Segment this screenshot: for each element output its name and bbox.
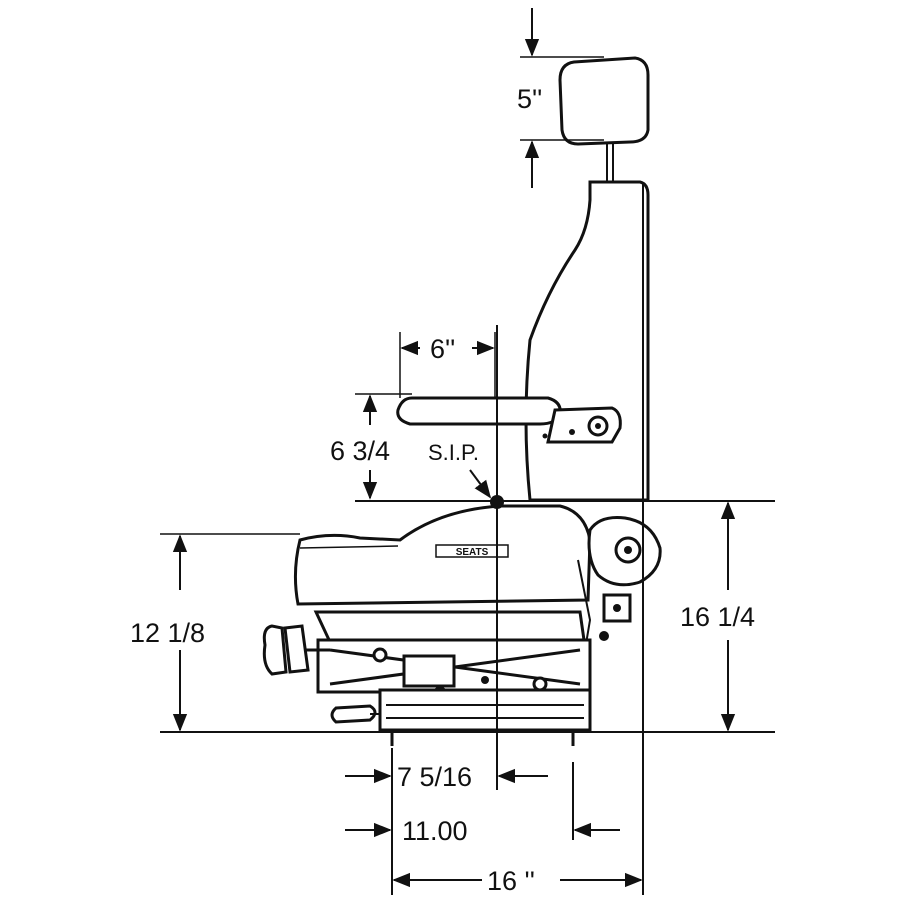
dimension-lines: 5'' 6'' 6 3/4 S.I.P. xyxy=(130,8,775,896)
dim-seat-height: 12 1/8 xyxy=(130,533,300,732)
dim-mount-spacing-label: 11.00 xyxy=(402,816,468,846)
dim-sip-height: 16 1/4 xyxy=(680,501,755,732)
dim-armrest-length-label: 6'' xyxy=(430,334,455,364)
seat-cushion: SEATS xyxy=(293,504,592,606)
dim-headrest: 5'' xyxy=(517,8,604,188)
sip-label: S.I.P. xyxy=(428,440,479,465)
brand-logo xyxy=(435,544,509,558)
dim-overall-depth: 16 '' xyxy=(392,866,643,896)
dim-sip-to-mount: 7 5/16 xyxy=(345,762,548,792)
dim-armrest-height-label: 6 3/4 xyxy=(330,436,390,466)
recline-mechanism xyxy=(577,516,662,651)
base-rails xyxy=(330,688,592,746)
suspension xyxy=(313,610,592,702)
backrest xyxy=(524,180,650,502)
headrest xyxy=(558,56,650,182)
dim-sip-height-label: 16 1/4 xyxy=(680,602,755,632)
dim-armrest-length: 6'' xyxy=(399,332,496,398)
seat-drawing: SEATS xyxy=(262,56,662,746)
sip-callout: S.I.P. xyxy=(428,440,492,499)
dim-armrest-height: 6 3/4 xyxy=(330,393,412,500)
dim-sip-to-mount-label: 7 5/16 xyxy=(397,762,472,792)
armrest xyxy=(396,396,622,444)
brand-logo-text: SEATS xyxy=(456,547,489,558)
dim-seat-height-label: 12 1/8 xyxy=(130,618,205,648)
adjustment-knob xyxy=(262,624,330,676)
dim-headrest-label: 5'' xyxy=(517,84,542,114)
dim-overall-depth-label: 16 '' xyxy=(487,866,535,896)
dim-mount-spacing: 11.00 xyxy=(345,816,620,846)
